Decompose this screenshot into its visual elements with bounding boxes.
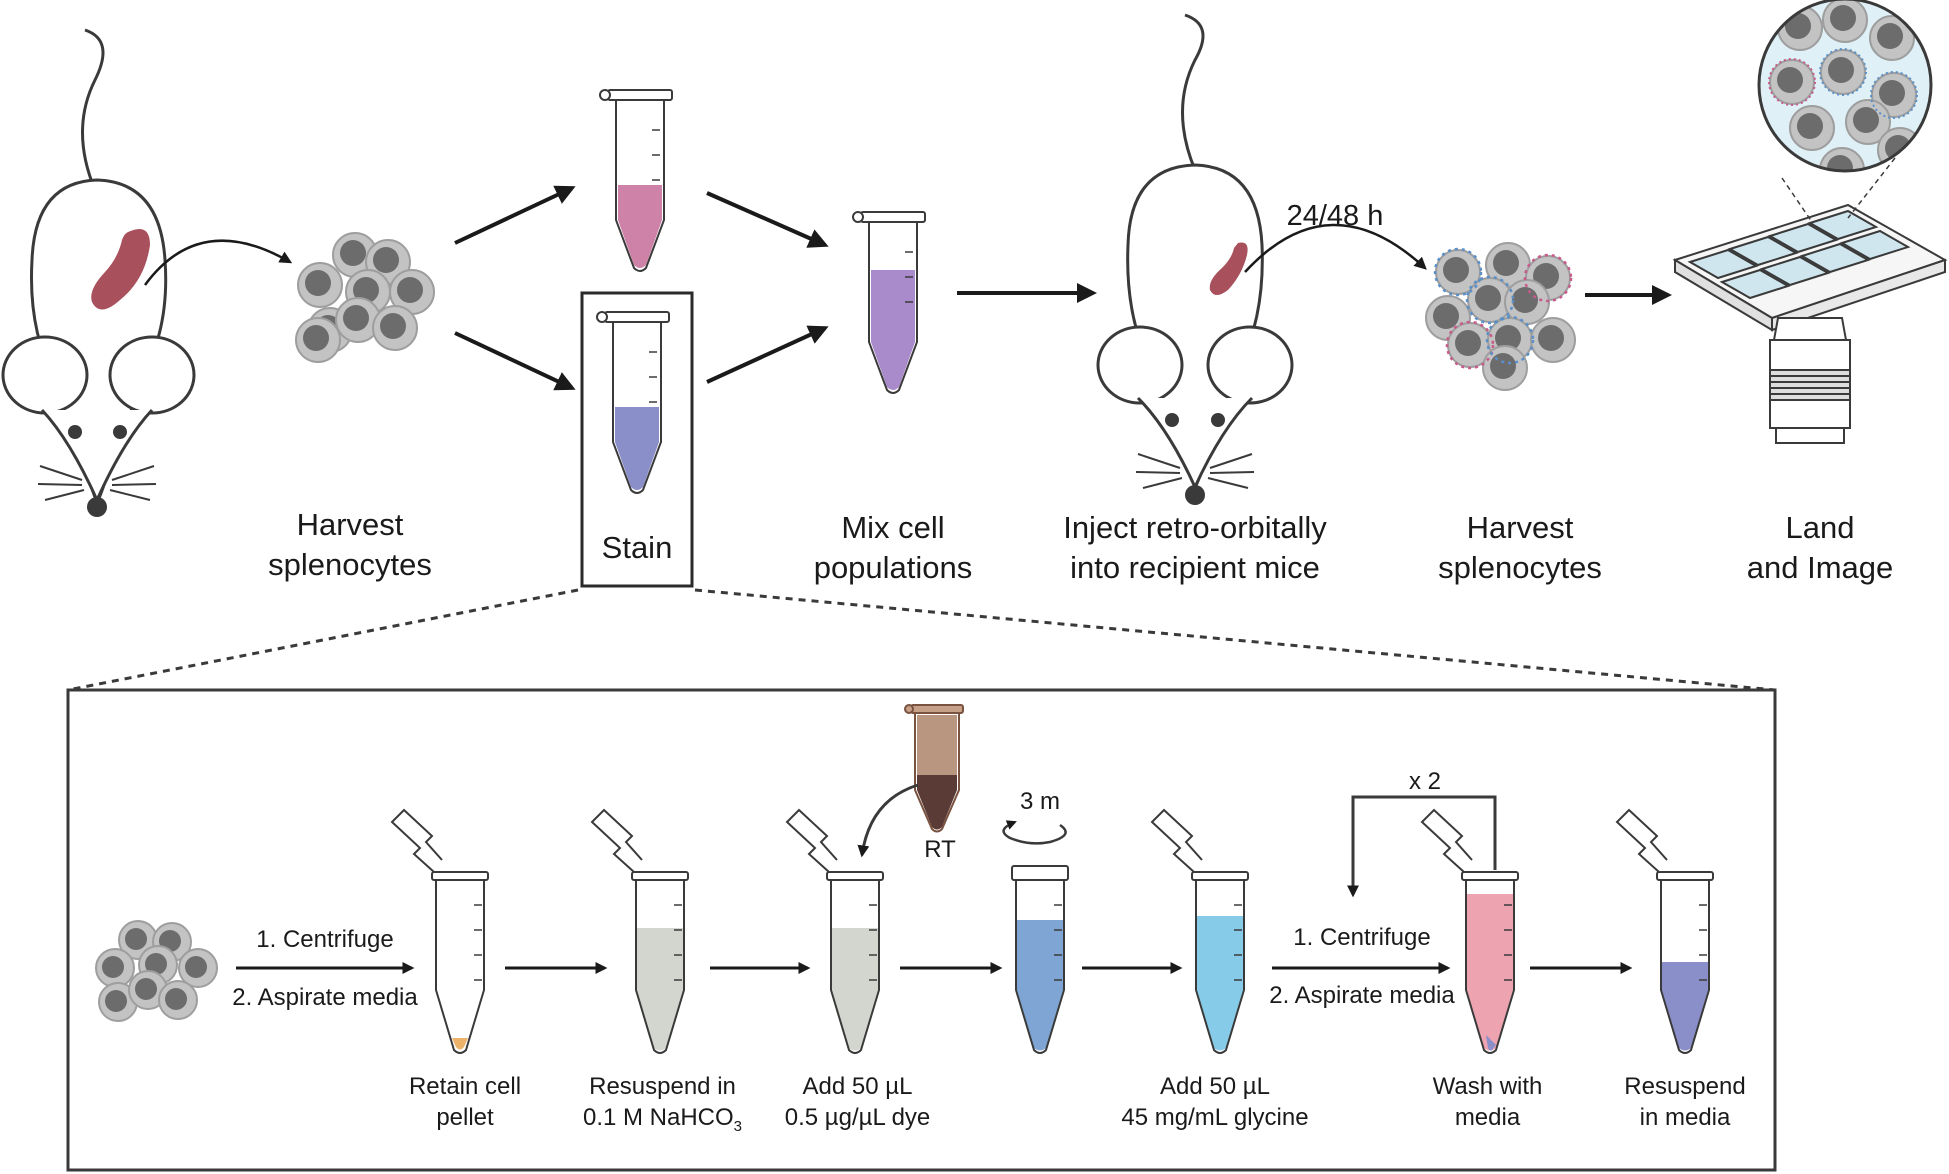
protocol-label-add-dye: Add 50 µL 0.5 µg/µL dye xyxy=(760,1072,955,1133)
protocol-label-line: 0.5 µg/µL dye xyxy=(784,1103,931,1131)
step-label-line: Inject retro-orbitally xyxy=(1063,510,1327,545)
tube-retain-pellet xyxy=(391,809,489,1054)
arrow-to-pink-tube xyxy=(454,185,576,245)
pink-stained-tube xyxy=(599,89,673,272)
protocol-label-line: Retain cell xyxy=(408,1073,522,1100)
protocol-label-line: 45 mg/mL glycine xyxy=(1121,1103,1309,1131)
step-label-harvest: Harvest splenocytes xyxy=(240,505,460,584)
formula-subscript: 3 xyxy=(733,1117,743,1135)
step-label-line: splenocytes xyxy=(1438,549,1602,585)
tube-add-dye xyxy=(786,809,884,1054)
blue-stained-tube xyxy=(596,311,670,494)
step-label-line: populations xyxy=(813,549,973,585)
arrow-blue-to-mix xyxy=(706,325,829,384)
protocol-label-line: Add 50 µL xyxy=(802,1073,913,1100)
room-temperature-label: RT xyxy=(924,836,956,863)
arrow-to-blue-tube xyxy=(454,331,576,391)
protocol-label-add-glycine: Add 50 µL 45 mg/mL glycine xyxy=(1100,1072,1330,1133)
protocol-label-resuspend: Resuspend in 0.1 M NaHCO3 xyxy=(565,1072,760,1136)
aspirate-label-1: 2. Aspirate media xyxy=(232,984,418,1011)
protocol-label-line: in media xyxy=(1639,1103,1731,1131)
magnified-cells-view xyxy=(1757,0,1933,173)
wash-repeat-loop xyxy=(1347,795,1497,898)
tube-wash xyxy=(1421,809,1519,1054)
rotation-arrow-icon xyxy=(1002,820,1067,845)
protocol-label-line: Wash with xyxy=(1432,1073,1543,1100)
step-label-harvest-2: Harvest splenocytes xyxy=(1410,508,1630,587)
splenocyte-cluster xyxy=(295,232,435,363)
recipient-mouse-illustration xyxy=(1096,13,1294,505)
chamber-slide-illustration xyxy=(1672,203,1948,332)
donor-spleen xyxy=(91,228,150,310)
recipient-spleen xyxy=(1209,242,1248,295)
zoom-guide-left xyxy=(67,588,579,692)
protocol-label-retain: Retain cell pellet xyxy=(380,1072,550,1133)
step-label-inject: Inject retro-orbitally into recipient mi… xyxy=(1030,508,1360,587)
step-label-line: splenocytes xyxy=(268,546,432,582)
dye-tube xyxy=(904,704,964,833)
step-label-image: Land and Image xyxy=(1710,508,1930,587)
aspirate-label-2: 2. Aspirate media xyxy=(1269,982,1455,1009)
protocol-label-line: media xyxy=(1454,1103,1521,1131)
protocol-label-line: pellet xyxy=(436,1103,494,1131)
incubation-time-label: 3 m xyxy=(1019,788,1060,815)
arrow-pink-to-mix xyxy=(706,191,829,248)
step-label-stain: Stain xyxy=(582,528,692,568)
magnifier-guide-right xyxy=(1847,157,1896,219)
protocol-label-line: Add 50 µL xyxy=(1160,1073,1270,1100)
donor-mouse-illustration xyxy=(1,28,196,517)
dye-addition-arrow xyxy=(857,783,919,858)
tube-final-resuspend xyxy=(1616,809,1714,1054)
step-label-line: Stain xyxy=(601,530,673,565)
time-interval-label: 24/48 h xyxy=(1286,200,1384,232)
microscope-objective-illustration xyxy=(1769,317,1851,444)
labeled-splenocyte-cluster xyxy=(1425,242,1576,391)
spleen-to-harvest-arrow xyxy=(1244,223,1427,273)
spleen-to-cells-arrow xyxy=(143,239,293,286)
protocol-label-line: Resuspend in xyxy=(589,1073,736,1100)
step-label-line: Mix cell xyxy=(841,510,945,545)
tube-resuspend-bicarbonate xyxy=(591,809,689,1054)
step-label-mix: Mix cell populations xyxy=(783,508,1003,587)
formula-text: 0.1 M NaHCO xyxy=(582,1103,734,1131)
magnifier-guide-left xyxy=(1781,177,1813,223)
step-label-line: Harvest xyxy=(296,507,404,542)
step-label-line: Land xyxy=(1785,510,1855,545)
zoom-guide-right xyxy=(694,588,1776,692)
protocol-label-wash: Wash with media xyxy=(1400,1072,1575,1133)
protocol-panel-border xyxy=(66,688,1777,1172)
protocol-label-final: Resuspend in media xyxy=(1600,1072,1770,1133)
mixed-population-tube xyxy=(852,211,926,394)
centrifuge-label-2: 1. Centrifuge xyxy=(1293,924,1431,951)
step-label-line: Harvest xyxy=(1466,510,1574,545)
tube-add-glycine xyxy=(1151,809,1249,1054)
protocol-label-line: Resuspend xyxy=(1624,1073,1746,1100)
step-label-line: into recipient mice xyxy=(1070,549,1320,585)
stain-step-box xyxy=(580,291,694,588)
repeat-count-label: x 2 xyxy=(1408,768,1441,795)
protocol-label-line: 0.1 M NaHCO3 xyxy=(565,1103,760,1136)
step-label-line: and Image xyxy=(1746,549,1894,585)
tube-incubate xyxy=(1011,865,1069,1054)
centrifuge-label-1: 1. Centrifuge xyxy=(256,926,394,953)
protocol-cell-cluster xyxy=(95,920,218,1022)
